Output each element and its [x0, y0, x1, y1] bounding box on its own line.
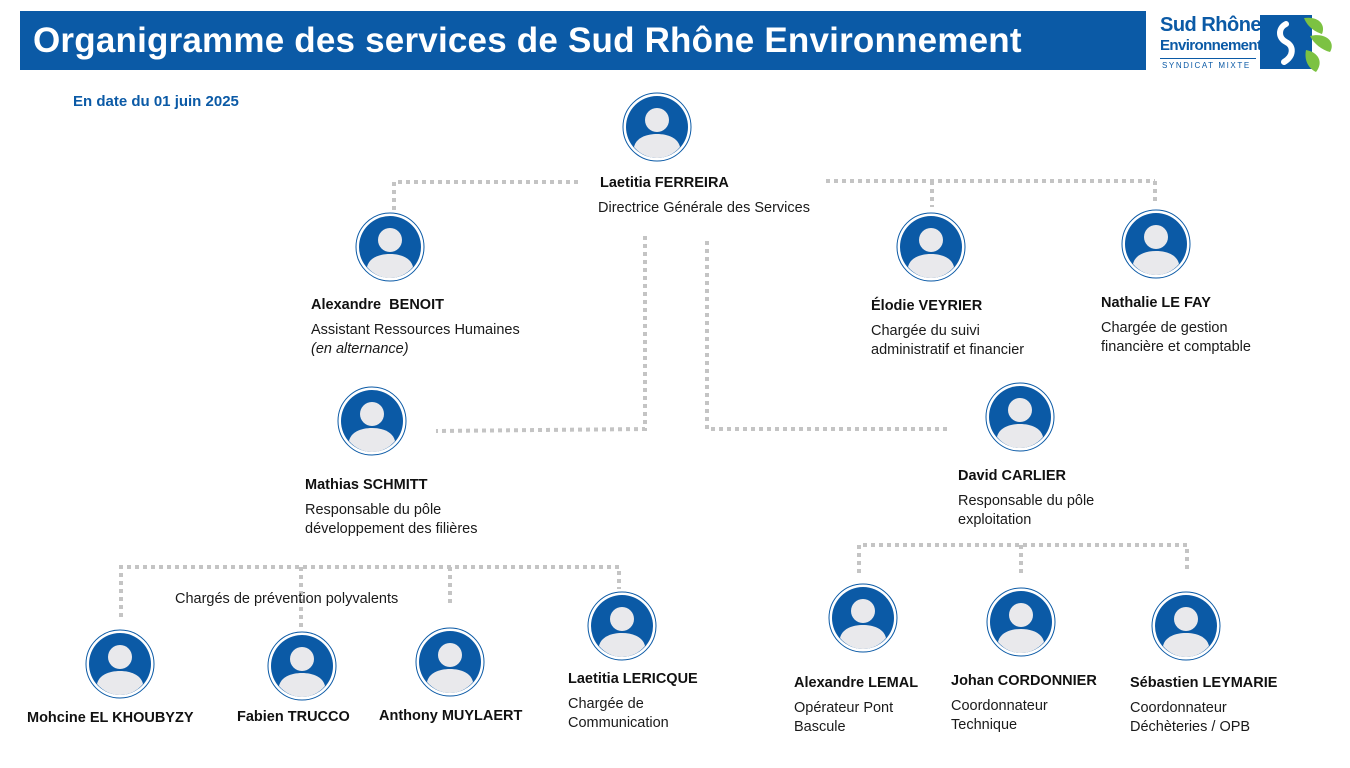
person-avatar-icon [85, 629, 155, 699]
person-role: administratif et financier [871, 342, 1025, 358]
connector-benoit [392, 180, 582, 210]
person-name: Laetitia FERREIRA [600, 175, 729, 191]
person-role: financière et comptable [1101, 339, 1251, 355]
person-avatar-icon [986, 587, 1056, 657]
person-avatar-icon [337, 386, 407, 456]
logo-text-line3: SYNDICAT MIXTE [1162, 61, 1251, 70]
person-role: développement des filières [305, 521, 478, 537]
person-note: (en alternance) [311, 341, 409, 357]
person-avatar-icon [587, 591, 657, 661]
sud-rhone-logo-icon [1260, 15, 1332, 72]
person-veyrier: Élodie VEYRIER Chargée du suivi administ… [871, 297, 1024, 360]
person-name: Alexandre BENOIT [311, 297, 444, 313]
person-role: Directrice Générale des Services [598, 200, 810, 216]
connector-expl-team [857, 543, 1189, 575]
person-name: Laetitia LERICQUE [568, 671, 698, 687]
page-title: Organigramme des services de Sud Rhône E… [20, 11, 1146, 70]
person-name: Alexandre LEMAL [794, 675, 919, 691]
person-role: Opérateur Pont [794, 700, 894, 716]
person-role: exploitation [958, 512, 1032, 528]
connector-schmitt [435, 236, 647, 433]
person-trucco: Fabien TRUCCO [237, 708, 350, 727]
person-lefay: Nathalie LE FAY Chargée de gestion finan… [1101, 294, 1251, 357]
person-elkhoubyzy: Mohcine EL KHOUBYZY [27, 709, 194, 728]
person-name: Sébastien LEYMARIE [1130, 675, 1278, 691]
person-role: Technique [951, 717, 1018, 733]
person-leymarie: Sébastien LEYMARIE Coordonnateur Déchète… [1130, 674, 1277, 737]
person-name: Fabien TRUCCO [237, 709, 350, 725]
sud-rhone-logo: Sud Rhône Environnement SYNDICAT MIXTE [1158, 14, 1338, 76]
person-name: Nathalie LE FAY [1101, 295, 1211, 311]
prevention-group-label: Chargés de prévention polyvalents [175, 591, 399, 607]
person-role: Communication [568, 715, 669, 731]
person-avatar-icon [985, 382, 1055, 452]
person-ferreira: Laetitia FERREIRA Directrice Générale de… [598, 174, 810, 218]
person-lemal: Alexandre LEMAL Opérateur Pont Bascule [794, 674, 918, 737]
person-schmitt: Mathias SCHMITT Responsable du pôle déve… [305, 476, 478, 539]
logo-text-line1: Sud Rhône [1160, 14, 1262, 36]
person-name: Anthony MUYLAERT [379, 708, 523, 724]
person-avatar-icon [828, 583, 898, 653]
person-role: Déchèteries / OPB [1130, 719, 1251, 735]
person-role: Chargée du suivi [871, 323, 980, 339]
connector-right-group [826, 179, 1157, 207]
logo-text-line2: Environnement [1160, 37, 1262, 54]
person-name: Johan CORDONNIER [951, 673, 1097, 689]
person-role: Responsable du pôle [958, 493, 1095, 509]
person-benoit: Alexandre BENOIT Assistant Ressources Hu… [311, 296, 520, 359]
connector-dev-team [119, 565, 621, 629]
person-muylaert: Anthony MUYLAERT [379, 707, 522, 726]
person-name: Élodie VEYRIER [871, 298, 983, 314]
person-carlier: David CARLIER Responsable du pôle exploi… [958, 467, 1094, 530]
person-role: Assistant Ressources Humaines [311, 322, 520, 338]
date-subtitle: En date du 01 juin 2025 [73, 93, 239, 110]
person-avatar-icon [1151, 591, 1221, 661]
person-name: David CARLIER [958, 468, 1066, 484]
connector-carlier [705, 241, 949, 431]
person-avatar-icon [1121, 209, 1191, 279]
person-avatar-icon [355, 212, 425, 282]
person-avatar-icon [896, 212, 966, 282]
person-role: Chargée de [568, 696, 644, 712]
person-name: Mathias SCHMITT [305, 477, 428, 493]
person-avatar-icon [267, 631, 337, 701]
person-lericque: Laetitia LERICQUE Chargée de Communicati… [568, 670, 698, 733]
person-cordonnier: Johan CORDONNIER Coordonnateur Technique [951, 672, 1097, 735]
person-role: Responsable du pôle [305, 502, 442, 518]
person-avatar-icon [622, 92, 692, 162]
person-role: Chargée de gestion [1101, 320, 1228, 336]
person-role: Bascule [794, 719, 846, 735]
person-avatar-icon [415, 627, 485, 697]
person-name: Mohcine EL KHOUBYZY [27, 710, 194, 726]
logo-divider [1160, 58, 1256, 59]
person-role: Coordonnateur [1130, 700, 1227, 716]
person-role: Coordonnateur [951, 698, 1048, 714]
